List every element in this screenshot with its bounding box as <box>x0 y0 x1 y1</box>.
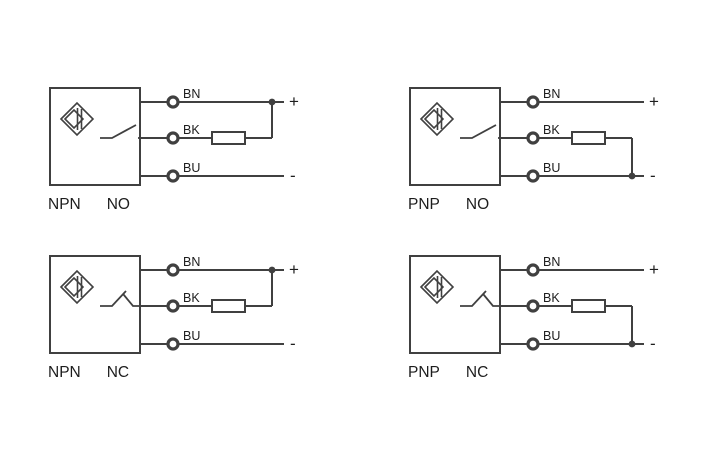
minus-terminal-label: - <box>290 334 296 353</box>
wire-label-bn: BN <box>543 255 560 269</box>
plus-terminal-label: + <box>649 260 659 279</box>
terminal-bn <box>526 95 540 109</box>
sensor-body <box>409 255 501 354</box>
plus-terminal-label: + <box>289 92 299 111</box>
wire-label-bk: BK <box>543 123 560 137</box>
load-resistor <box>211 299 246 313</box>
sensor-body <box>49 255 141 354</box>
contact-type-label: NC <box>106 364 130 381</box>
diagram-pnp-nc: BN BK BU + - PNP NC <box>380 243 712 398</box>
wire-label-bu: BU <box>543 161 560 175</box>
proximity-sensor-icon <box>419 101 455 137</box>
sensor-body <box>49 87 141 186</box>
circuit-pnp-no: BN BK BU + - <box>409 87 659 186</box>
circuit-pnp-nc: BN BK BU + - <box>409 255 659 354</box>
diagram-caption: PNP NC <box>408 364 488 382</box>
no-contact-icon <box>100 124 144 139</box>
contact-type-label: NO <box>465 196 490 213</box>
terminal-bn <box>166 95 180 109</box>
terminal-bn <box>526 263 540 277</box>
diagram-pnp-no: BN BK BU + - PNP NO <box>380 75 712 230</box>
output-type-label: PNP <box>408 196 440 213</box>
terminal-bk <box>526 131 540 145</box>
load-resistor <box>571 299 606 313</box>
plus-terminal-label: + <box>649 92 659 111</box>
output-type-label: NPN <box>48 364 81 381</box>
terminal-bu <box>166 337 180 351</box>
load-resistor <box>211 131 246 145</box>
wire-label-bn: BN <box>543 87 560 101</box>
diagram-npn-nc: BN BK BU + - NPN NC <box>20 243 360 398</box>
minus-terminal-label: - <box>650 166 656 185</box>
terminal-bu <box>166 169 180 183</box>
minus-terminal-label: - <box>650 334 656 353</box>
wire-label-bn: BN <box>183 87 200 101</box>
circuit-npn-no: BN BK BU + - <box>49 87 299 186</box>
contact-type-label: NO <box>106 196 130 213</box>
terminal-bk <box>166 131 180 145</box>
wire-label-bk: BK <box>543 291 560 305</box>
output-type-label: NPN <box>48 196 81 213</box>
sensor-body <box>409 87 501 186</box>
terminal-bk <box>526 299 540 313</box>
junction-dot <box>268 98 276 106</box>
proximity-sensor-icon <box>59 101 95 137</box>
proximity-sensor-icon <box>59 269 95 305</box>
load-resistor <box>571 131 606 145</box>
wire-label-bk: BK <box>183 291 200 305</box>
junction-dot <box>268 266 276 274</box>
wire-label-bu: BU <box>543 329 560 343</box>
terminal-bu <box>526 337 540 351</box>
diagram-caption: NPN NC <box>48 364 129 382</box>
terminal-bk <box>166 299 180 313</box>
diagram-caption: NPN NO <box>48 196 130 214</box>
wire-label-bn: BN <box>183 255 200 269</box>
circuit-npn-nc: BN BK BU + - <box>49 255 299 354</box>
terminal-bn <box>166 263 180 277</box>
wire-label-bu: BU <box>183 329 200 343</box>
proximity-sensor-icon <box>419 269 455 305</box>
wire-label-bu: BU <box>183 161 200 175</box>
diagram-npn-no: BN BK BU + - NPN NO <box>20 75 360 230</box>
no-contact-icon <box>460 124 504 139</box>
plus-terminal-label: + <box>289 260 299 279</box>
wire-label-bk: BK <box>183 123 200 137</box>
contact-type-label: NC <box>465 364 489 381</box>
diagram-caption: PNP NO <box>408 196 489 214</box>
minus-terminal-label: - <box>290 166 296 185</box>
output-type-label: PNP <box>408 364 440 381</box>
terminal-bu <box>526 169 540 183</box>
